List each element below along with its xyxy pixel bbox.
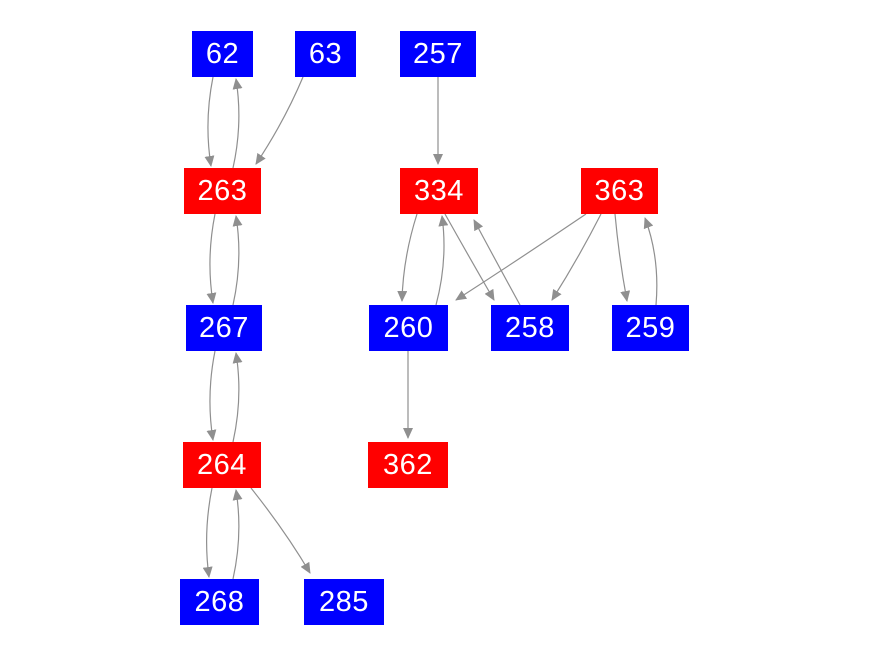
edge-259-363	[643, 217, 658, 306]
node-label: 62	[205, 37, 240, 70]
node-258: 258	[491, 305, 569, 351]
edge-63-263	[255, 76, 304, 165]
edge-263-62	[232, 78, 243, 169]
node-334: 334	[400, 168, 478, 214]
node-label: 259	[625, 311, 676, 344]
node-268: 268	[180, 579, 259, 625]
edge-363-259	[614, 213, 631, 302]
edge-264-268	[202, 487, 213, 578]
edge-264-285	[250, 487, 311, 574]
node-257: 257	[400, 31, 476, 77]
node-label: 258	[505, 311, 555, 344]
edge-260-334	[435, 215, 449, 306]
node-285: 285	[304, 579, 384, 625]
node-label: 264	[197, 448, 247, 481]
node-label: 334	[414, 174, 464, 207]
node-263: 263	[184, 168, 261, 214]
node-264: 264	[183, 442, 261, 488]
node-label: 285	[319, 585, 369, 618]
node-label: 268	[194, 585, 245, 618]
edge-363-260	[455, 213, 587, 301]
edge-334-258	[444, 213, 495, 301]
edge-264-267	[232, 352, 243, 443]
node-260: 260	[369, 305, 448, 351]
node-label: 260	[383, 311, 434, 344]
edge-268-264	[232, 489, 243, 580]
node-362: 362	[368, 442, 448, 488]
node-label: 257	[413, 37, 463, 70]
edge-363-258	[551, 213, 602, 301]
edge-267-263	[232, 215, 243, 306]
node-62: 62	[192, 31, 253, 77]
node-259: 259	[612, 305, 689, 351]
edge-258-334	[473, 219, 521, 306]
node-label: 362	[383, 448, 433, 481]
node-label: 63	[308, 37, 343, 70]
node-label: 267	[199, 311, 249, 344]
edge-263-267	[206, 213, 217, 304]
node-label: 263	[197, 174, 248, 207]
node-267: 267	[186, 305, 262, 351]
node-label: 363	[594, 174, 645, 207]
node-363: 363	[581, 168, 658, 214]
edge-267-264	[206, 350, 217, 441]
node-63: 63	[295, 31, 356, 77]
edge-62-263	[204, 76, 215, 167]
edge-334-260	[397, 213, 418, 302]
